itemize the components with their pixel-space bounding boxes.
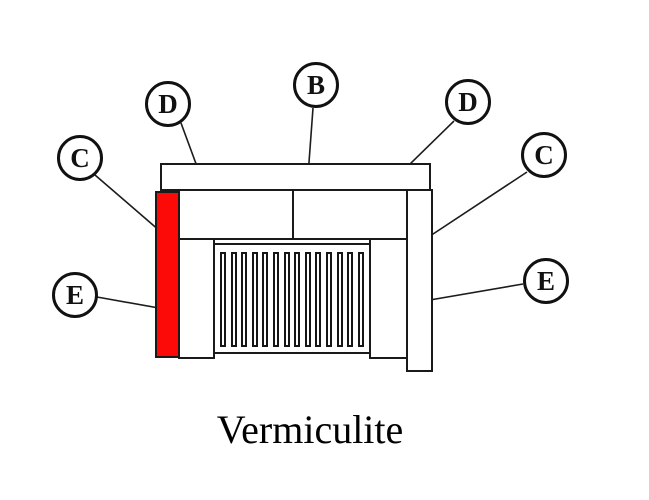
right-side-liner-part bbox=[406, 189, 433, 372]
lower-left-panel-part bbox=[178, 238, 215, 359]
grate-slat bbox=[315, 252, 322, 347]
callout-letter: E bbox=[65, 279, 84, 310]
leader-line-c-right bbox=[426, 171, 528, 239]
callout-letter: D bbox=[158, 88, 178, 119]
grate-slat bbox=[251, 252, 258, 347]
diagram-caption: Vermiculite bbox=[216, 407, 404, 452]
callout-letter: D bbox=[458, 86, 478, 117]
callout-letter: E bbox=[536, 265, 555, 296]
grate-slat bbox=[304, 252, 311, 347]
grate-part bbox=[213, 243, 371, 354]
callout-c-left: C bbox=[57, 135, 103, 181]
grate-slat bbox=[336, 252, 343, 347]
callout-e-left: E bbox=[52, 272, 98, 318]
lower-right-panel-part bbox=[369, 238, 408, 359]
top-plate-part bbox=[160, 163, 431, 191]
callout-d-left: D bbox=[145, 81, 191, 127]
callout-letter: B bbox=[306, 69, 325, 100]
grate-slat bbox=[273, 252, 280, 347]
callout-d-right: D bbox=[445, 79, 491, 125]
grate-slat bbox=[230, 252, 237, 347]
grate-slat bbox=[262, 252, 269, 347]
callout-letter: C bbox=[70, 142, 90, 173]
grate-slats bbox=[220, 252, 364, 347]
grate-slat bbox=[283, 252, 290, 347]
grate-slat bbox=[241, 252, 248, 347]
highlighted-left-liner bbox=[155, 191, 180, 358]
upper-left-panel-part bbox=[178, 189, 294, 240]
callout-b: B bbox=[293, 62, 339, 108]
callout-c-right: C bbox=[521, 132, 567, 178]
grate-slat bbox=[347, 252, 354, 347]
callout-e-right: E bbox=[523, 258, 569, 304]
upper-right-panel-part bbox=[292, 189, 408, 240]
callout-letter: C bbox=[534, 139, 554, 170]
grate-slat bbox=[294, 252, 301, 347]
grate-slat bbox=[326, 252, 333, 347]
grate-slat bbox=[357, 252, 364, 347]
grate-slat bbox=[220, 252, 226, 347]
